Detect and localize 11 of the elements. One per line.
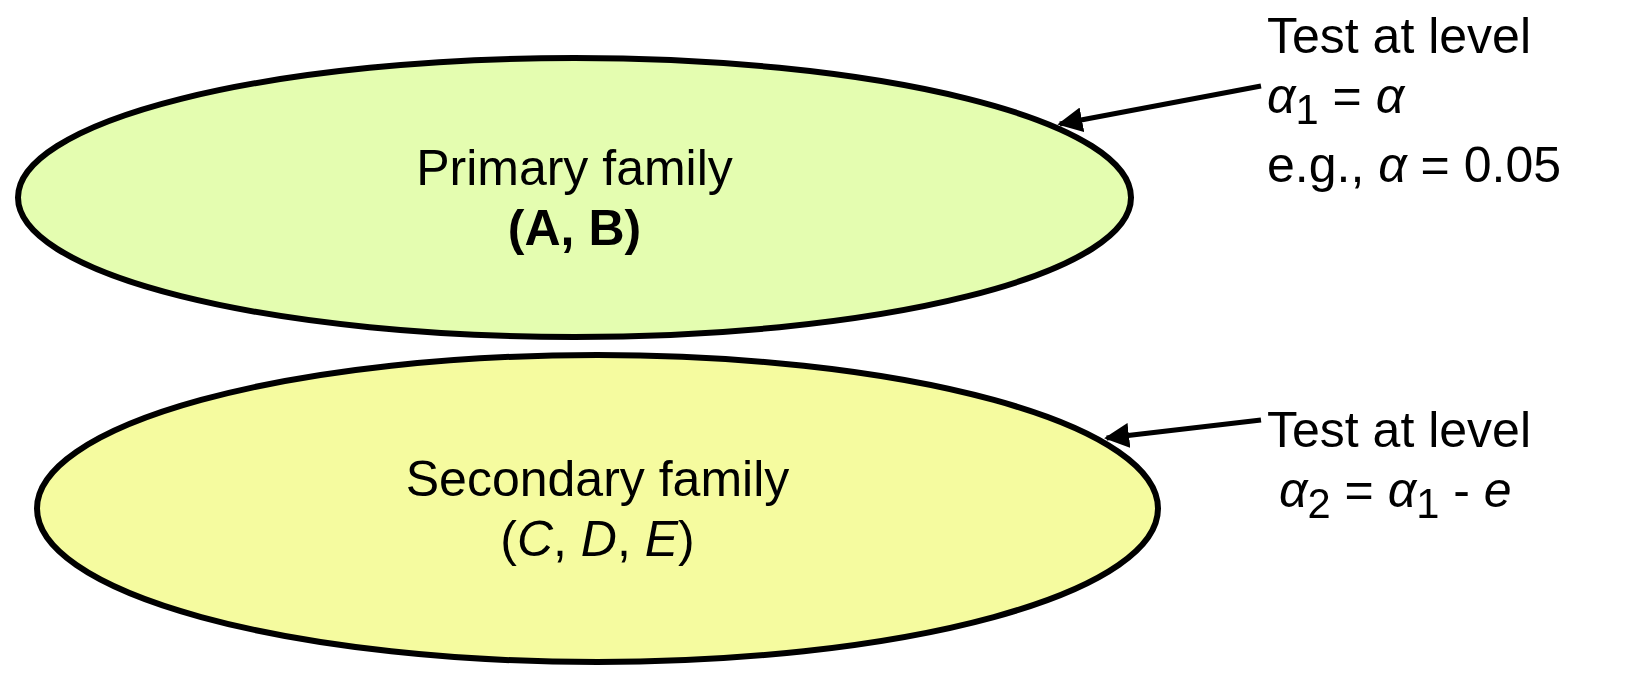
family-label: Secondary family [405, 449, 790, 509]
formula-text: α$_{1}$ = α [1267, 67, 1407, 135]
note-heading: Test at level [1267, 7, 1532, 66]
arrow [1104, 417, 1262, 448]
arrow [1057, 83, 1262, 133]
family-label: Primary family [416, 138, 733, 198]
hypothesis-list: (C, D, E) [500, 508, 695, 569]
hypothesis-list: (A, B) [507, 197, 642, 258]
formula-text: α$_{2}$ = α$_{1}$ - e [1278, 461, 1513, 529]
formula-text: e.g., α = 0.05 [1267, 136, 1562, 195]
note-heading: Test at level [1267, 401, 1532, 460]
